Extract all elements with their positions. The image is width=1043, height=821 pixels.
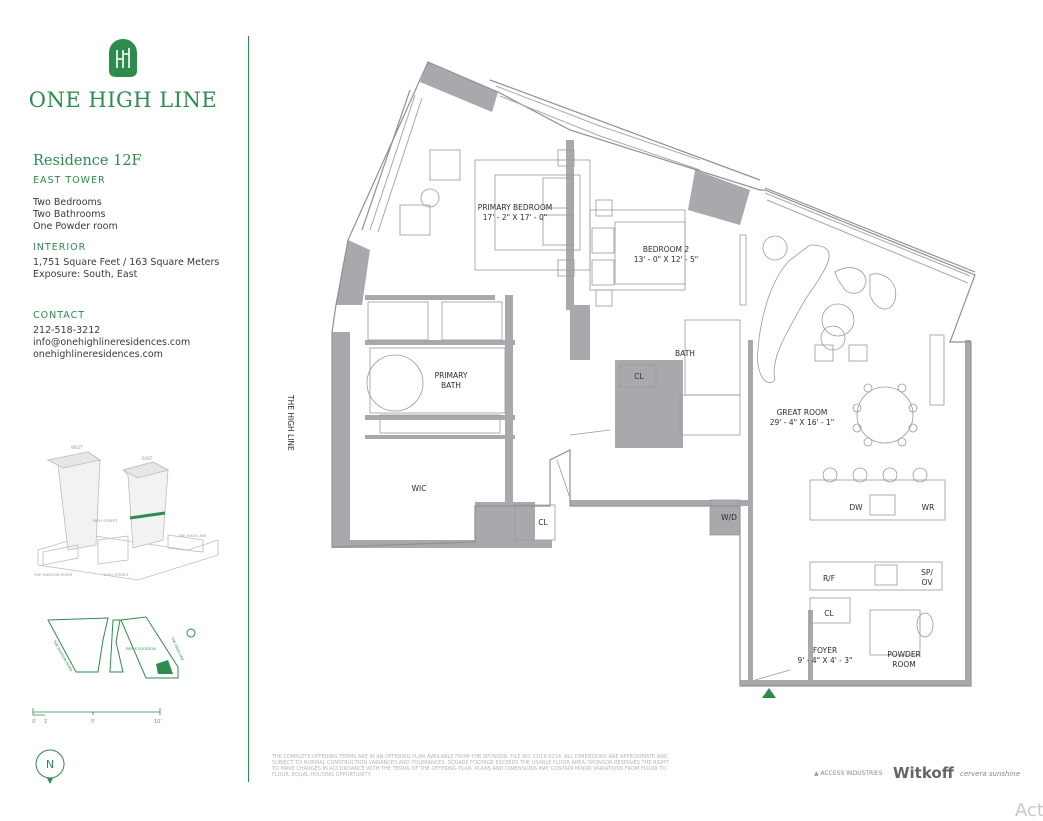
street-label: THE HIGH LINE [286, 394, 295, 451]
residence-title: Residence 12F [33, 153, 142, 169]
room-great-room-dim: 29' - 4" X 16' - 1" [770, 418, 835, 427]
room-wic: WIC [412, 484, 427, 493]
building-key-plan: WEST EAST 18TH STREET THE HIGH LINE 17TH… [33, 445, 219, 581]
scale-tick-1: 1' [44, 719, 49, 725]
room-powder-1: POWDER [887, 650, 921, 659]
brand-name: ONE HIGH LINE [28, 88, 218, 112]
room-bath: BATH [675, 349, 695, 358]
appliance-spov-1: SP/ [921, 568, 933, 577]
legal-disclaimer: THE COMPLETE OFFERING TERMS ARE IN AN OF… [272, 754, 669, 778]
room-closet-bath: CL [634, 372, 644, 381]
sidebar: ONE HIGH LINE Residence 12F EAST TOWER T… [0, 0, 250, 815]
contact-website[interactable]: onehighlineresidences.com [33, 349, 163, 360]
contact-email[interactable]: info@onehighlineresidences.com [33, 337, 191, 348]
room-closet-hall: CL [538, 518, 548, 527]
detail-bathrooms: Two Bathrooms [33, 209, 106, 220]
map-river-label: THE HUDSON RIVER [52, 639, 74, 673]
access-triangle-icon: ▲ [814, 770, 819, 777]
logo-badge-icon [109, 39, 137, 77]
sidebar-divider [248, 36, 249, 782]
room-primary-bath-1: PRIMARY [435, 371, 468, 380]
contact-phone[interactable]: 212-518-3212 [33, 325, 101, 336]
scale-tick-10: 10' [154, 719, 162, 725]
river-label: THE HUDSON RIVER [33, 572, 73, 577]
appliance-wr: WR [922, 503, 935, 512]
interior-exposure: Exposure: South, East [33, 269, 138, 280]
room-powder-2: ROOM [892, 660, 916, 669]
detail-bedrooms: Two Bedrooms [33, 197, 102, 208]
room-primary-bedroom: PRIMARY BEDROOM [478, 203, 552, 212]
street-18-label: 18TH STREET [92, 518, 118, 523]
east-label: EAST [142, 456, 153, 461]
interior-area: 1,751 Square Feet / 163 Square Meters [33, 257, 220, 268]
floor-plan: THE HIGH LINE PRIMARY BEDROOM 17' - 2" X… [286, 61, 976, 698]
detail-powder: One Powder room [33, 221, 118, 232]
entrance-arrow-icon [762, 688, 776, 698]
room-bedroom2: BEDROOM 2 [643, 245, 690, 254]
witkoff-logo: Witkoff [893, 764, 954, 782]
room-great-room: GREAT ROOM [777, 408, 828, 417]
north-label: N [46, 758, 54, 771]
room-bedroom2-dim: 13' - 0" X 12' - 5" [634, 255, 699, 264]
site-map: THE HUDSON RIVER THE HIGH LINE PIER'S LO… [47, 616, 196, 679]
map-center-label: PIER'S LOCATION [126, 647, 156, 651]
access-industries-logo: ▲ ACCESS INDUSTRIES [814, 770, 883, 777]
corvina-logo: cervera sunshine [960, 770, 1020, 778]
tower-label: EAST TOWER [33, 175, 106, 186]
scale-tick-0: 0' [32, 719, 37, 725]
room-foyer-dim: 9' - 4" X 4' - 3" [798, 656, 853, 665]
interior-heading: INTERIOR [33, 242, 87, 253]
appliance-dw: DW [849, 503, 863, 512]
room-wd: W/D [721, 513, 737, 522]
highline-label: THE HIGH LINE [177, 533, 207, 538]
room-closet-foyer: CL [824, 609, 834, 618]
room-foyer: FOYER [813, 646, 837, 655]
appliance-spov-2: OV [922, 578, 934, 587]
room-primary-bath-2: BATH [441, 381, 461, 390]
room-primary-bedroom-dim: 17' - 2" X 17' - 0" [483, 213, 548, 222]
corvina-label: cervera sunshine [960, 770, 1021, 778]
scale-bar: 0' 1' 5' 10' [32, 708, 162, 725]
scale-tick-5: 5' [91, 719, 96, 725]
contact-heading: CONTACT [33, 310, 86, 321]
west-label: WEST [71, 445, 83, 450]
north-arrow-icon: N [35, 749, 65, 784]
street-17-label: 17TH STREET [103, 572, 129, 577]
access-industries-label: ACCESS INDUSTRIES [820, 770, 883, 777]
appliance-rf: R/F [823, 574, 835, 583]
watermark-text: Act [1015, 800, 1043, 821]
